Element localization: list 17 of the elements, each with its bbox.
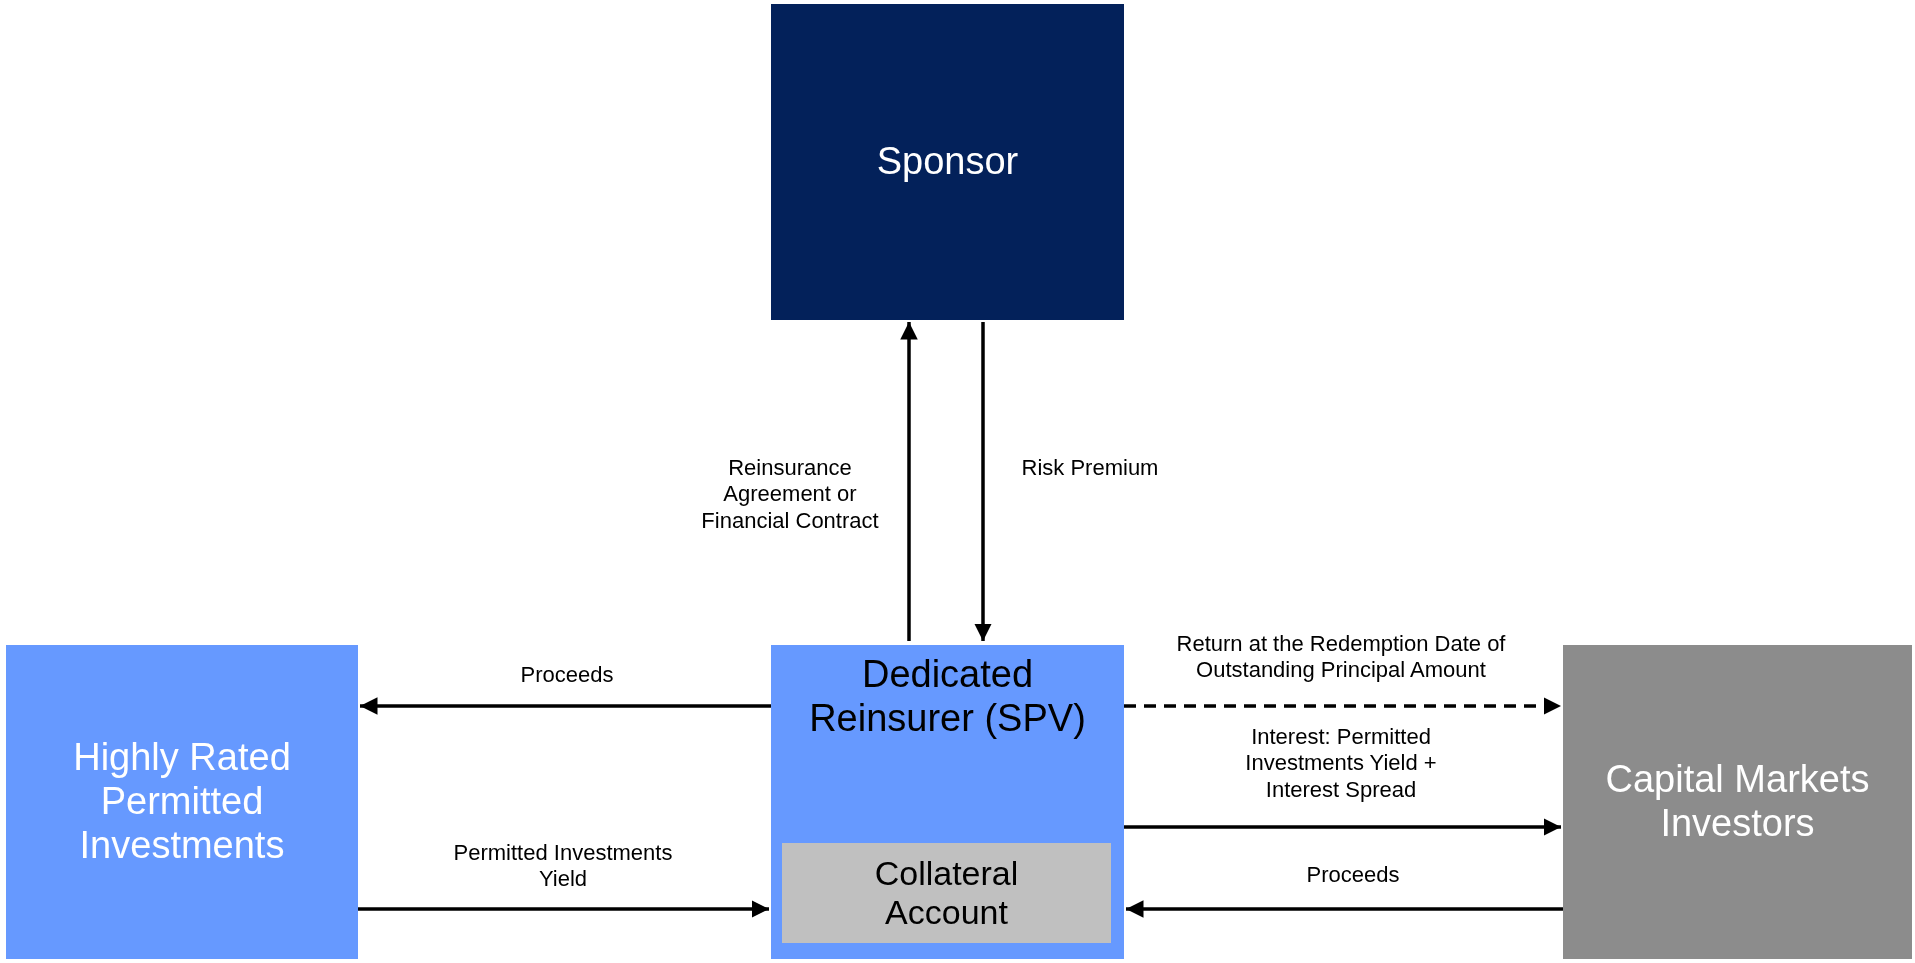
arrow xyxy=(974,322,992,641)
entity-box xyxy=(1563,645,1912,959)
node-label: Dedicated Reinsurer (SPV) xyxy=(808,653,1087,741)
arrow xyxy=(358,900,769,918)
node-label: Capital Markets Investors xyxy=(1604,758,1871,846)
account-box xyxy=(782,843,1111,943)
arrow xyxy=(360,697,771,715)
arrow xyxy=(1126,900,1563,918)
arrow xyxy=(1124,697,1561,715)
node-label: Highly Rated Permitted Investments xyxy=(72,736,292,868)
node-label: Sponsor xyxy=(876,140,1019,184)
node-label: Collateral Account xyxy=(873,853,1020,933)
arrow xyxy=(1124,818,1561,836)
entity-box xyxy=(771,645,1124,959)
entity-box xyxy=(771,4,1124,320)
entity-box xyxy=(6,645,358,959)
arrow xyxy=(900,322,918,641)
